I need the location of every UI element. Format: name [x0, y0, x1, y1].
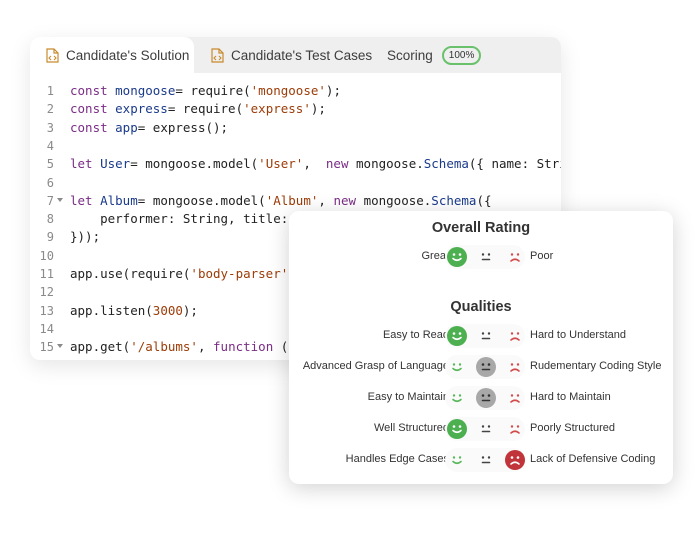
rating-left-label: Easy to Maintain — [367, 391, 449, 403]
neutral-face-icon[interactable] — [476, 450, 496, 470]
line-number: 7 — [46, 193, 54, 208]
code-text: let Album= mongoose.model('Album', new m… — [70, 192, 492, 208]
tab-candidates-test-cases[interactable]: Candidate's Test Cases — [211, 37, 372, 73]
line-number: 13 — [39, 303, 54, 318]
line-number: 2 — [46, 102, 54, 117]
code-text: })); — [70, 229, 101, 245]
line-number: 10 — [39, 248, 54, 263]
code-line: 10 — [30, 247, 561, 265]
rating-right-label: Hard to Understand — [530, 329, 626, 341]
line-number: 6 — [46, 175, 54, 190]
code-text: const mongoose= require('mongoose'); — [70, 83, 341, 98]
code-file-icon — [46, 47, 59, 63]
tab-label: Candidate's Solution — [66, 47, 190, 63]
line-number: 11 — [39, 267, 54, 281]
neutral-face-icon[interactable] — [476, 326, 496, 346]
rating-right-label: Poorly Structured — [530, 422, 615, 434]
code-text: let User= mongoose.model('User', new mon… — [70, 156, 561, 172]
tab-label: Scoring — [387, 47, 433, 63]
rating-row: Advanced Grasp of Language Rudementary Co… — [289, 355, 673, 379]
code-line: 1 const mongoose= require('mongoose'); — [30, 82, 561, 100]
rating-right-label: Rudementary Coding Style — [530, 360, 662, 372]
sad-face-icon[interactable] — [505, 326, 525, 346]
code-area[interactable]: 1 const mongoose= require('mongoose'); 2 co… — [30, 73, 561, 360]
happy-face-icon[interactable] — [447, 450, 467, 470]
rating-left-label: Great — [421, 250, 449, 262]
neutral-face-icon[interactable] — [476, 419, 496, 439]
neutral-face-icon[interactable] — [476, 357, 496, 377]
code-line: 2 const express= require('express'); — [30, 100, 561, 118]
code-text: app.get('/albums', function (re — [70, 339, 303, 355]
rating-left-label: Handles Edge Cases — [345, 453, 449, 465]
fold-arrow-icon[interactable] — [57, 344, 63, 349]
happy-face-icon[interactable] — [447, 388, 467, 408]
happy-face-icon[interactable] — [447, 419, 467, 439]
line-number: 3 — [46, 120, 54, 135]
line-number: 4 — [46, 138, 54, 153]
neutral-face-icon[interactable] — [476, 388, 496, 408]
neutral-face-icon[interactable] — [476, 247, 496, 267]
scoring-badge: 100% — [441, 45, 482, 65]
line-number: 1 — [46, 84, 54, 98]
rating-row: Handles Edge Cases Lack of Defensive Codi… — [289, 448, 673, 472]
sad-face-icon[interactable] — [505, 450, 525, 470]
fold-arrow-icon[interactable] — [57, 197, 63, 202]
tab-candidates-solution[interactable]: Candidate's Solution — [30, 37, 194, 73]
qualities-title: Qualities — [450, 299, 512, 315]
code-line: 3 const app= express(); — [30, 119, 561, 137]
tab-label: Candidate's Test Cases — [231, 47, 373, 63]
sad-face-icon[interactable] — [505, 247, 525, 267]
rating-row: Well Structured Poorly Structured — [289, 417, 673, 441]
sad-face-icon[interactable] — [505, 388, 525, 408]
code-text: const app= express(); — [70, 119, 229, 135]
rating-row: Great Poor — [289, 245, 673, 269]
rating-selector — [445, 324, 525, 348]
rating-row: Easy to Maintain Hard to Maintain — [289, 386, 673, 410]
line-number: 12 — [39, 285, 54, 300]
rating-left-label: Well Structured — [374, 422, 449, 434]
overall-rating-title: Overall Rating — [431, 220, 531, 236]
code-line: 11 app.use(require('body-parser'). — [30, 265, 561, 283]
line-number: 9 — [46, 230, 54, 245]
line-number: 15 — [39, 340, 54, 355]
rating-right-label: Hard to Maintain — [530, 391, 611, 403]
rating-selector — [445, 448, 525, 472]
line-number: 8 — [46, 212, 54, 227]
happy-face-icon[interactable] — [447, 247, 467, 267]
line-number: 5 — [46, 157, 54, 172]
rating-left-label: Easy to Read — [382, 329, 449, 341]
code-text: const express= require('express'); — [70, 101, 326, 117]
rating-row: Easy to Read Hard to Understand — [289, 324, 673, 348]
rating-left-label: Advanced Grasp of Language — [302, 360, 449, 372]
rating-selector — [445, 386, 525, 410]
rating-right-label: Lack of Defensive Coding — [530, 453, 656, 465]
code-text: app.use(require('body-parser'). — [70, 266, 303, 281]
code-line: 12 — [30, 283, 561, 301]
rating-right-label: Poor — [530, 250, 554, 262]
code-line: 9})); — [30, 228, 561, 246]
code-line: 14 — [30, 320, 561, 338]
code-line: 7 let Album= mongoose.model('Album', new … — [30, 192, 561, 210]
line-number: 14 — [39, 321, 54, 336]
sad-face-icon[interactable] — [505, 357, 525, 377]
code-file-icon — [211, 47, 224, 63]
rating-selector — [445, 417, 525, 441]
happy-face-icon[interactable] — [447, 357, 467, 377]
happy-face-icon[interactable] — [447, 326, 467, 346]
tab-scoring[interactable]: Scoring 100% — [387, 37, 482, 73]
rating-selector — [445, 355, 525, 379]
code-text: app.listen(3000); — [70, 302, 198, 318]
rating-selector — [445, 245, 525, 269]
code-line: 5 let User= mongoose.model('User', new mo… — [30, 155, 561, 173]
code-text: performer: String, title: St — [70, 211, 311, 227]
sad-face-icon[interactable] — [505, 419, 525, 439]
code-line: 6 — [30, 174, 561, 192]
code-line: 8 performer: String, title: St — [30, 210, 561, 228]
code-line: 4 — [30, 137, 561, 155]
tab-bar: Candidate's Solution Candidate's Test Ca… — [30, 37, 561, 73]
code-line: 13 app.listen(3000); — [30, 302, 561, 320]
